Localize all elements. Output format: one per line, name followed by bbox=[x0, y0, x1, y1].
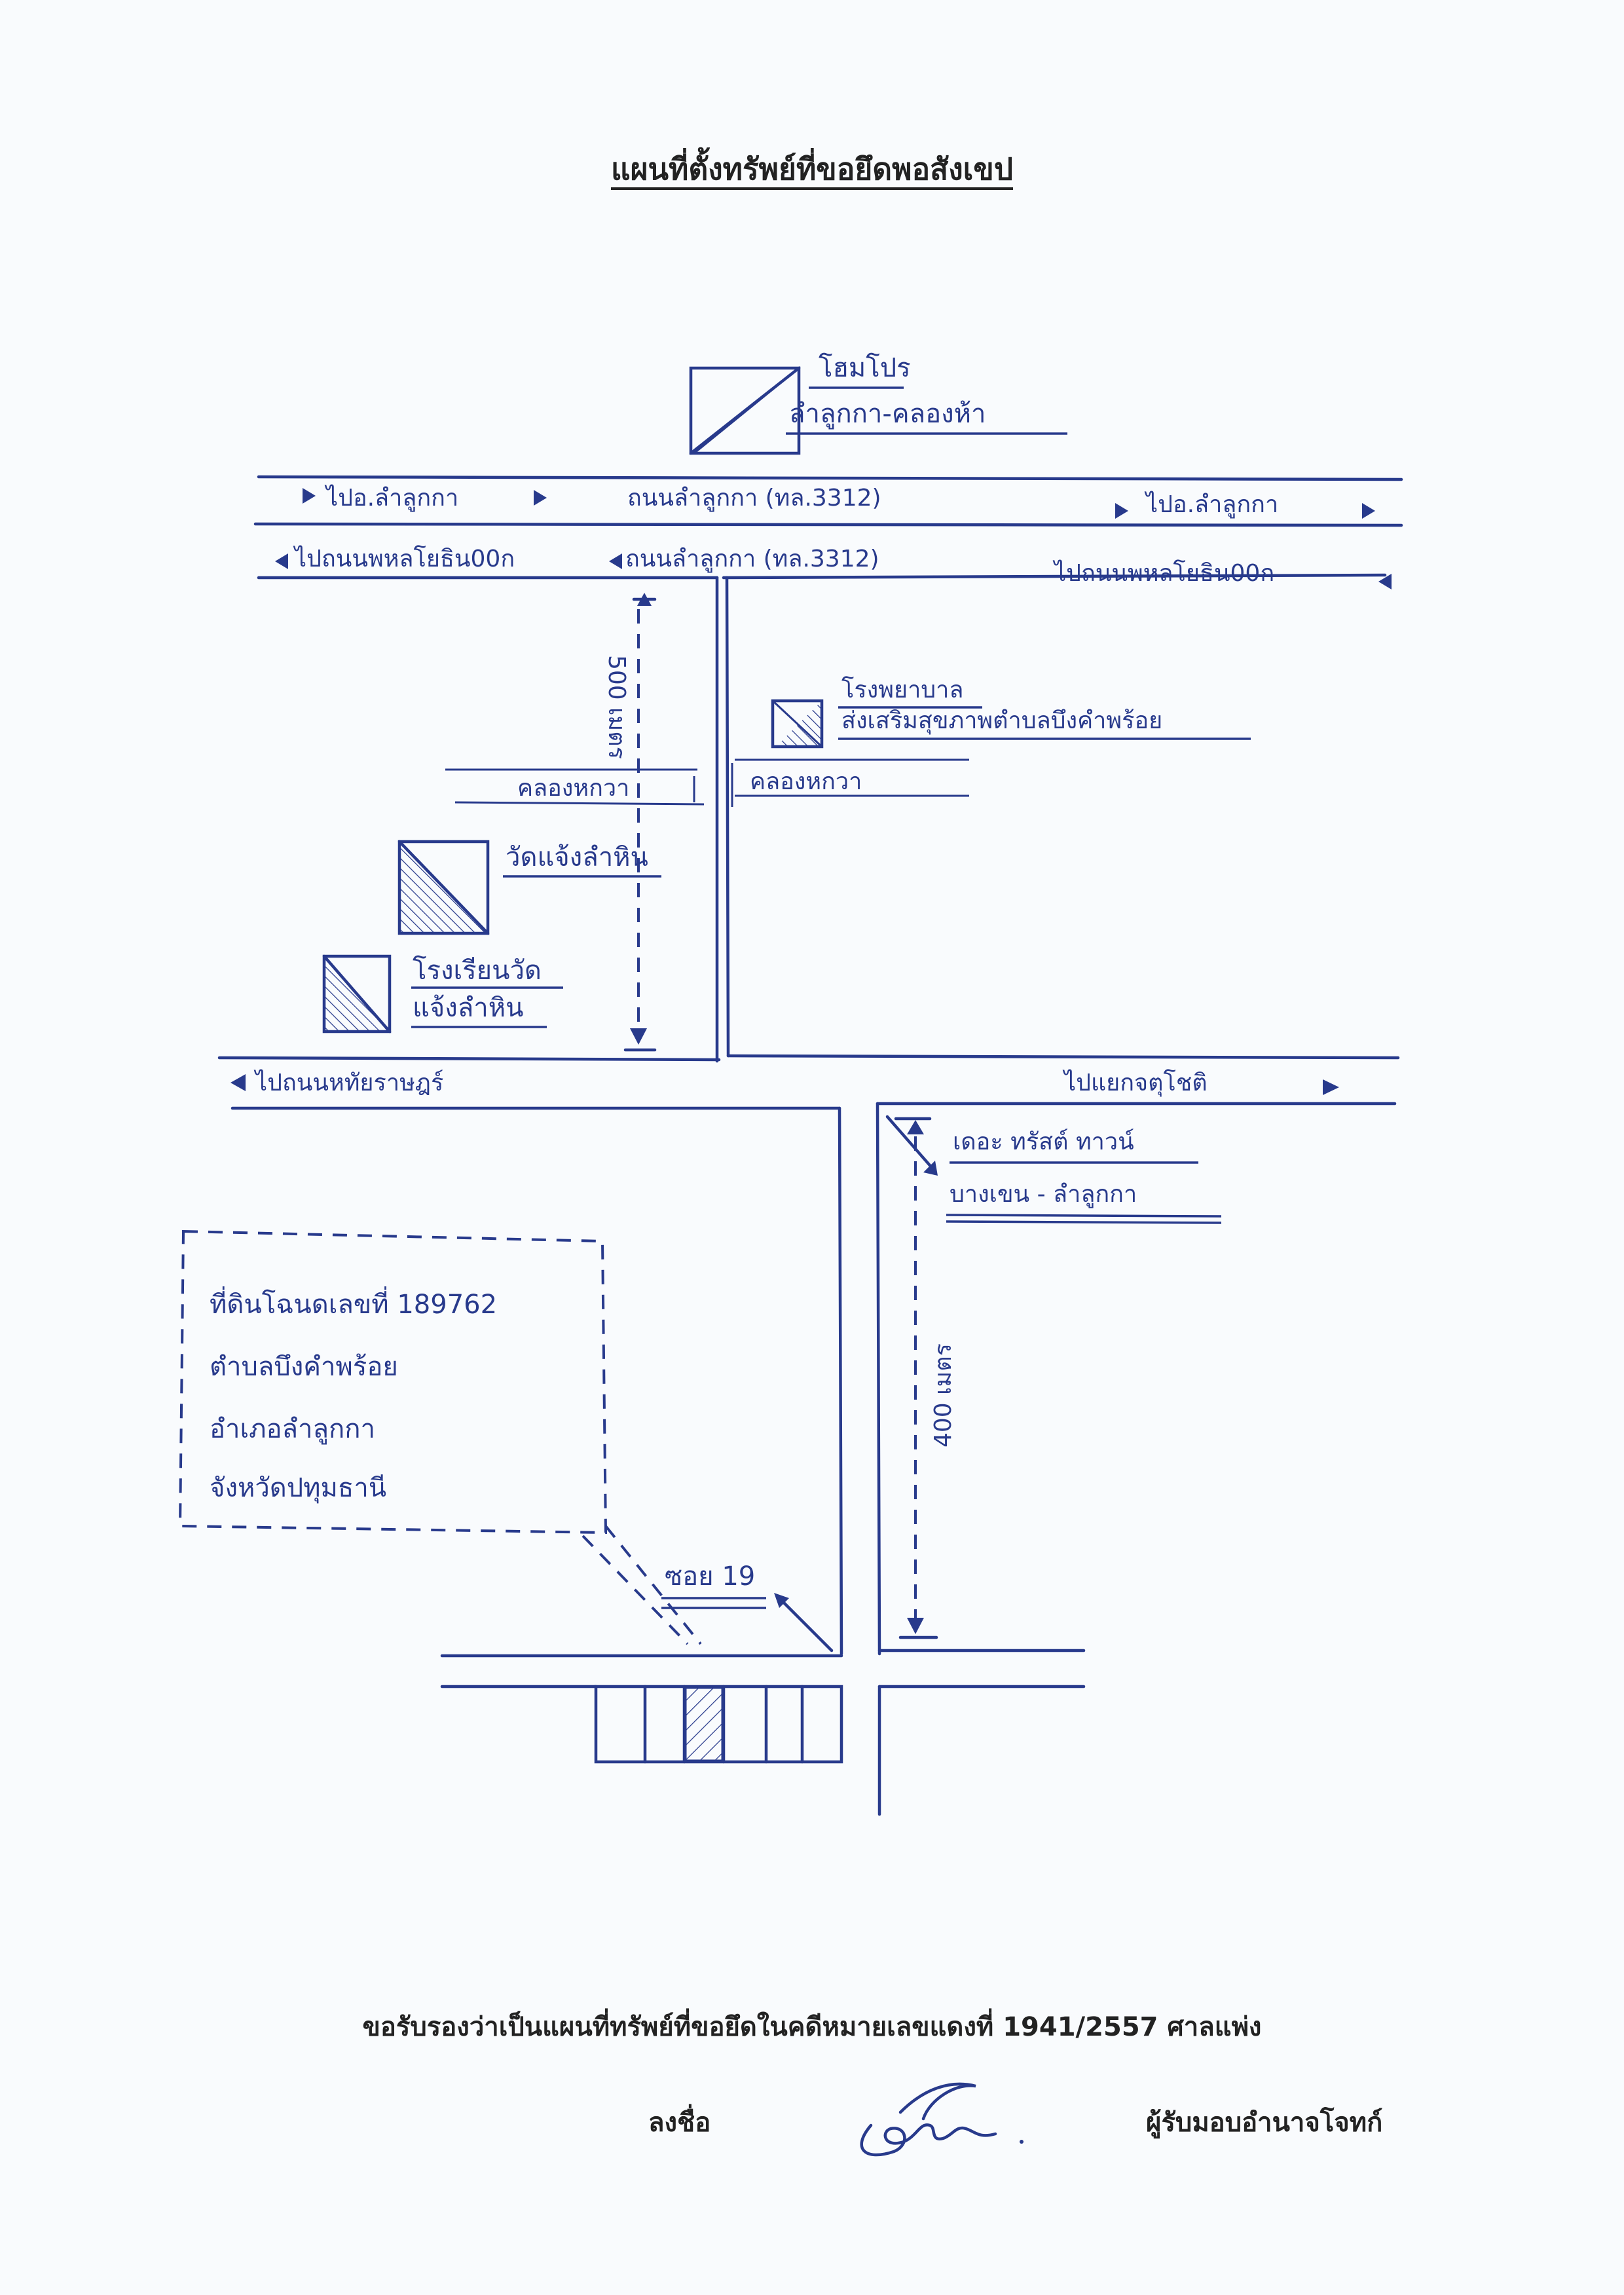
row-houses bbox=[594, 1685, 843, 1764]
arrow-up-icon bbox=[637, 593, 652, 606]
homepro-label: โฮมโปร bbox=[819, 353, 911, 383]
road-mid-right-label: ไปแยกจตุโชติ bbox=[1062, 1069, 1208, 1097]
hospital-landmark: โรงพยาบาล ส่งเสริมสุขภาพตำบลบึงคำพร้อย bbox=[771, 676, 1251, 749]
main-road: ไปอ.ลำลูกกา ถนนลำลูกกา (ทล.3312) ไปอ.ลำล… bbox=[253, 475, 1403, 589]
school-landmark: โรงเรียนวัด แจ้งลำหิน bbox=[322, 954, 563, 1034]
homepro-landmark: โฮมโปร ลำลูกกา-คลองห้า bbox=[689, 353, 1067, 455]
arrow-right-icon bbox=[303, 488, 316, 504]
parcel-subdistrict-label: ตำบลบึงคำพร้อย bbox=[210, 1352, 398, 1382]
homepro-branch-label: ลำลูกกา-คลองห้า bbox=[789, 399, 986, 429]
certification-text: ขอรับรองว่าเป็นแผนที่ทรัพย์ที่ขอยึดในคดี… bbox=[362, 2012, 1262, 2042]
arrow-up-icon bbox=[907, 1120, 924, 1134]
bottom-road bbox=[440, 1649, 1086, 1816]
north-connector-road bbox=[715, 576, 1400, 1063]
arrow-right-icon bbox=[1362, 503, 1375, 519]
school-label: โรงเรียนวัด bbox=[413, 956, 542, 986]
parcel-deed-label: ที่ดินโฉนดเลขที่ 189762 bbox=[210, 1286, 497, 1320]
trust-town-landmark: เดอะ ทรัสต์ ทาวน์ บางเขน - ลำลูกกา bbox=[885, 1115, 1222, 1224]
road-lower-right-label: ไปถนนพหลโยธิน00ก bbox=[1052, 559, 1274, 587]
parcel-info-box: ที่ดินโฉนดเลขที่ 189762 ตำบลบึงคำพร้อย อ… bbox=[178, 1229, 702, 1645]
canal: คลองหกวา คลองหกวา bbox=[445, 758, 969, 807]
parcel-province-label: จังหวัดปทุมธานี bbox=[210, 1473, 386, 1504]
arrow-icon bbox=[923, 1161, 938, 1176]
arrow-down-icon bbox=[630, 1028, 647, 1045]
trust-town-label: เดอะ ทรัสต์ ทาวน์ bbox=[953, 1129, 1134, 1155]
south-road bbox=[838, 1102, 881, 1656]
arrow-right-icon bbox=[534, 490, 547, 506]
road-lower-left-label: ไปถนนพหลโยธิน00ก bbox=[293, 545, 515, 572]
arrow-right-icon bbox=[1323, 1079, 1339, 1095]
road-mid-left-label: ไปถนนหทัยราษฎร์ bbox=[253, 1069, 443, 1096]
distance-north-label: 500 เมตร bbox=[603, 655, 630, 759]
hospital-label: โรงพยาบาล bbox=[841, 676, 963, 703]
road-upper-mid-label: ถนนลำลูกกา (ทล.3312) bbox=[627, 485, 881, 512]
arrow-icon bbox=[774, 1593, 789, 1608]
trust-town-area-label: บางเขน - ลำลูกกา bbox=[950, 1181, 1137, 1208]
soi-19: ซอย 19 bbox=[661, 1561, 834, 1652]
distance-500m: 500 เมตร bbox=[603, 593, 657, 1052]
arrow-left-icon bbox=[231, 1074, 246, 1091]
sign-label: ลงชื่อ bbox=[648, 2108, 711, 2138]
distance-400m: 400 เมตร bbox=[894, 1117, 957, 1639]
arrow-right-icon bbox=[1115, 503, 1128, 519]
arrow-down-icon bbox=[907, 1618, 924, 1634]
temple-landmark: วัดแจ้งลำหิน bbox=[397, 840, 661, 935]
soi-label: ซอย 19 bbox=[665, 1561, 755, 1592]
arrow-left-icon bbox=[275, 553, 288, 569]
signature bbox=[860, 2082, 1024, 2157]
school-name-label: แจ้งลำหิน bbox=[413, 993, 523, 1023]
recipient-label: ผู้รับมอบอำนาจโจทก์ bbox=[1146, 2108, 1383, 2138]
road-upper-left-label: ไปอ.ลำลูกกา bbox=[324, 484, 458, 512]
arrow-left-icon bbox=[609, 553, 622, 569]
distance-south-label: 400 เมตร bbox=[930, 1343, 957, 1447]
hospital-name-label: ส่งเสริมสุขภาพตำบลบึงคำพร้อย bbox=[841, 707, 1162, 735]
page-title: แผนที่ตั้งทรัพย์ที่ขอยึดพอสังเขป bbox=[610, 151, 1014, 187]
middle-road: ไปถนนหทัยราษฎร์ ไปแยกจตุโชติ bbox=[217, 1056, 1397, 1110]
parcel-district-label: อำเภอลำลูกกา bbox=[210, 1414, 375, 1444]
canal-right-label: คลองหกวา bbox=[750, 768, 862, 795]
arrow-left-icon bbox=[1378, 574, 1392, 589]
canal-left-label: คลองหกวา bbox=[517, 775, 629, 802]
temple-label: วัดแจ้งลำหิน bbox=[506, 842, 648, 872]
road-upper-right-label: ไปอ.ลำลูกกา bbox=[1144, 491, 1278, 519]
road-lower-mid-label: ถนนลำลูกกา (ทล.3312) bbox=[625, 546, 879, 573]
target-property bbox=[684, 1687, 724, 1762]
